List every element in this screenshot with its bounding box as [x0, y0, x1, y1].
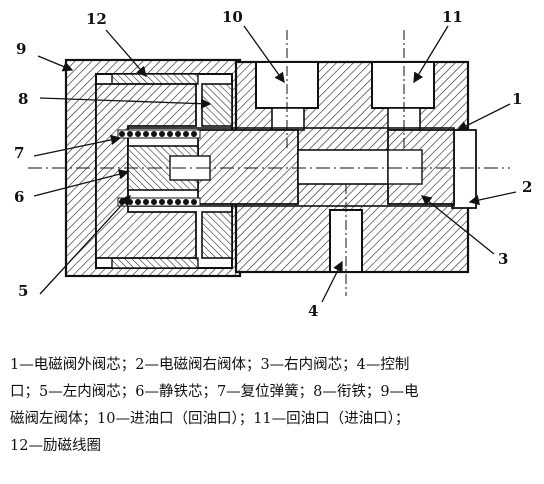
label-11: 11 — [442, 8, 463, 26]
label-10: 10 — [222, 8, 243, 26]
label-12: 12 — [86, 10, 107, 28]
label-5: 5 — [18, 282, 28, 300]
label-9: 9 — [16, 40, 26, 58]
right-inner-spool — [387, 149, 423, 185]
caption-line: 12—励磁线圈 — [10, 438, 101, 454]
solenoid-valve-diagram: 9 12 8 7 6 5 10 11 1 2 3 4 — [14, 8, 532, 320]
excitation-coil-bottom — [111, 257, 199, 269]
armature-top — [201, 83, 233, 127]
caption-line: 口；5—左内阀芯；6—静铁芯；7—复位弹簧；8—衔铁；9—电 — [10, 384, 419, 400]
return-spring-top — [117, 129, 201, 139]
label-2: 2 — [522, 178, 532, 196]
leader-lines — [33, 25, 517, 303]
label-6: 6 — [14, 188, 24, 206]
return-spring-bottom — [117, 197, 201, 207]
caption-line: 磁阀左阀体；10—进油口（回油口）；11—回油口（进油口）； — [10, 411, 410, 427]
label-7: 7 — [14, 144, 24, 162]
outer-spool-left — [197, 129, 299, 205]
figure-caption: 1—电磁阀外阀芯；2—电磁阀右阀体；3—右内阀芯；4—控制 口；5—左内阀芯；6… — [10, 352, 538, 460]
label-3: 3 — [498, 250, 508, 268]
caption-line: 1—电磁阀外阀芯；2—电磁阀右阀体；3—右内阀芯；4—控制 — [10, 357, 410, 373]
excitation-coil-top — [111, 73, 199, 85]
label-8: 8 — [18, 90, 28, 108]
armature-bottom — [201, 211, 233, 259]
label-1: 1 — [512, 90, 522, 108]
label-4: 4 — [308, 302, 318, 320]
